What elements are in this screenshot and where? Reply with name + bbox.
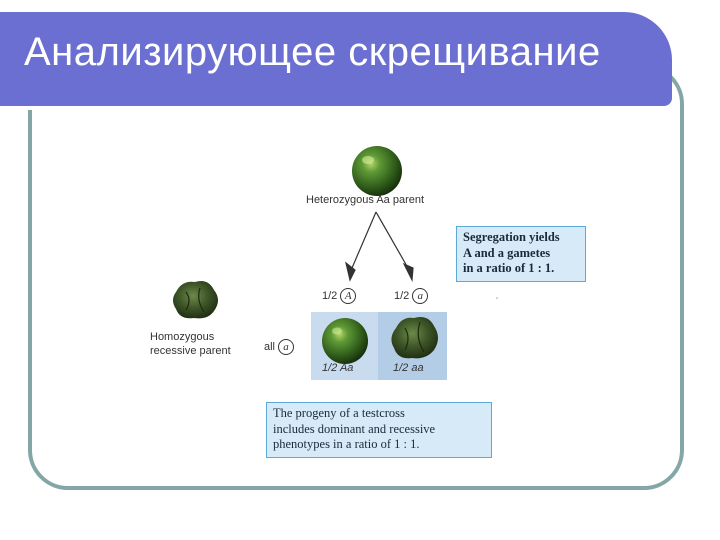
allele-a-circle-recessive: a bbox=[278, 339, 295, 355]
segregation-arrows bbox=[345, 211, 414, 283]
title-underline bbox=[0, 106, 636, 110]
segregation-callout-line-2: A and a gametes bbox=[463, 245, 551, 260]
segregation-callout-line-3: in a ratio of 1 : 1. bbox=[463, 261, 555, 276]
offspring-aa-recessive-pea bbox=[391, 317, 438, 359]
progeny-callout: The progeny of a testcross includes domi… bbox=[266, 402, 492, 458]
segregation-callout: Segregation yields A and a gametes in a … bbox=[456, 226, 586, 282]
heterozygous-pea bbox=[352, 146, 402, 196]
recessive-parent-label-line-1: Homozygous bbox=[150, 331, 215, 343]
allele-A-circle: A bbox=[340, 288, 357, 304]
gamete-recessive-fraction: 1/2 bbox=[394, 289, 410, 302]
recessive-parent-pea bbox=[173, 281, 218, 319]
offspring-recessive-label: 1/2 aa bbox=[393, 362, 424, 374]
progeny-callout-line-1: The progeny of a testcross bbox=[273, 406, 405, 420]
heterozygous-parent-label: Heterozygous Aa parent bbox=[306, 194, 425, 206]
recessive-parent-label: Homozygous recessive parent bbox=[150, 330, 231, 359]
segregation-callout-line-1: Segregation yields bbox=[463, 230, 560, 244]
progeny-callout-line-2: includes dominant and recessive bbox=[273, 421, 436, 436]
recessive-gamete-prefix: all bbox=[264, 340, 276, 353]
slide-title: Анализирующее скрещивание bbox=[24, 30, 601, 74]
progeny-callout-line-3: phenotypes in a ratio of 1 : 1. bbox=[273, 437, 420, 452]
gamete-dominant-fraction: 1/2 bbox=[322, 289, 338, 302]
offspring-dominant-label: 1/2 Aa bbox=[322, 362, 354, 374]
title-bar bbox=[0, 12, 672, 110]
recessive-parent-label-line-2: recessive parent bbox=[150, 345, 231, 358]
allele-a-circle: a bbox=[412, 288, 429, 304]
offspring-aa-dominant-pea bbox=[322, 318, 368, 364]
